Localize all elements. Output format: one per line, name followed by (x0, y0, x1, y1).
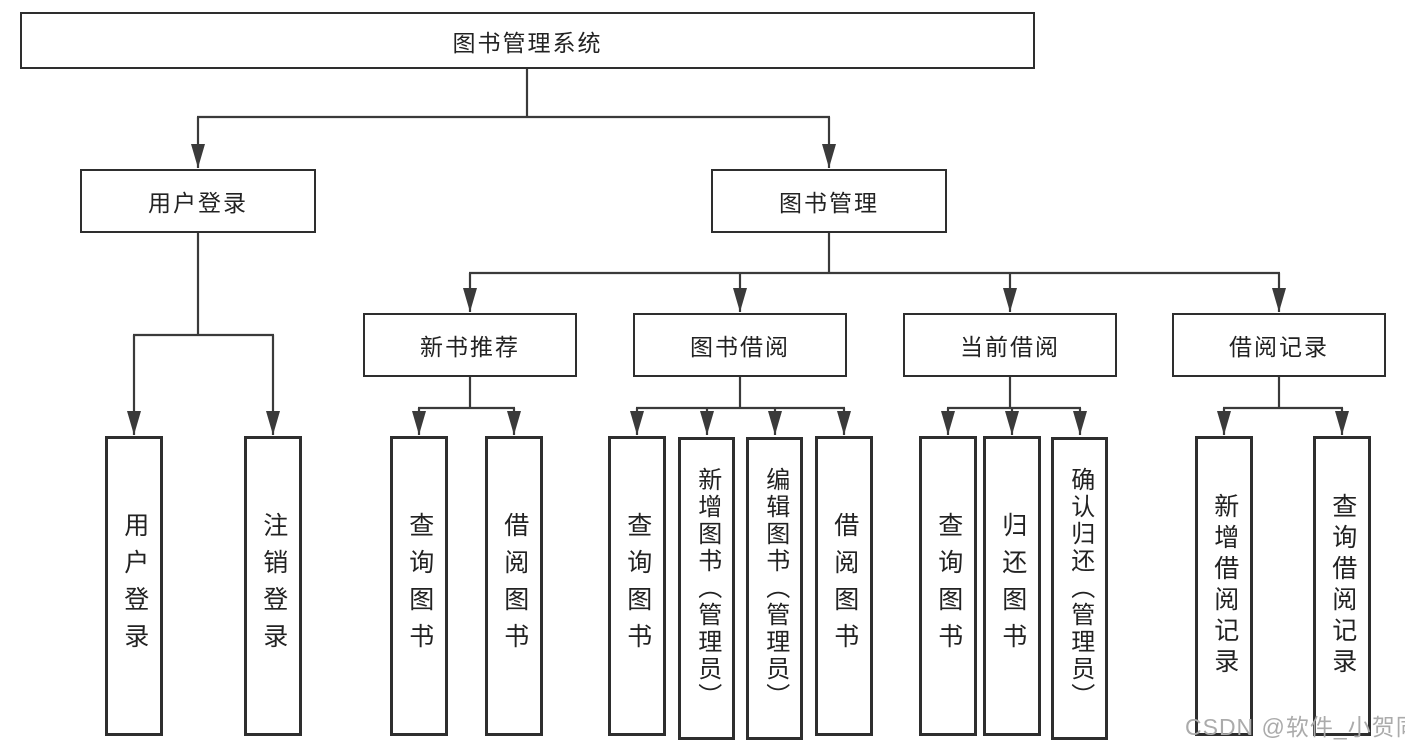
node-current-return-books: 归还图书 (983, 436, 1041, 736)
node-book-mgmt: 图书管理 (711, 169, 947, 233)
node-borrowing-query-books: 查询图书 (608, 436, 666, 736)
connector-records-children (1217, 377, 1349, 435)
node-label: 新增借阅记录 (1210, 493, 1239, 679)
node-current-borrowing: 当前借阅 (903, 313, 1117, 377)
node-borrowing-add-book-admin: 新增图书（管理员） (678, 437, 735, 740)
node-label: 新增图书（管理员） (693, 467, 721, 710)
node-label: 图书借阅 (690, 334, 790, 360)
connector-login-children (127, 233, 280, 435)
node-current-confirm-return-admin: 确认归还（管理员） (1051, 437, 1108, 740)
node-label: 当前借阅 (960, 334, 1060, 360)
node-label: 归还图书 (998, 512, 1027, 660)
node-label: 注销登录 (259, 512, 288, 660)
node-label: 借阅记录 (1229, 334, 1329, 360)
node-label: 查询图书 (623, 512, 652, 660)
node-root: 图书管理系统 (20, 12, 1035, 69)
node-newbooks-borrow-books: 借阅图书 (485, 436, 543, 736)
node-login-user-login: 用户登录 (105, 436, 163, 736)
connector-mgmt-to-level3 (463, 233, 1286, 312)
node-label: 查询图书 (934, 512, 963, 660)
node-label: 图书管理系统 (452, 29, 603, 56)
node-book-borrowing: 图书借阅 (633, 313, 847, 377)
connector-newbooks-children (412, 377, 521, 435)
node-user-login: 用户登录 (80, 169, 316, 233)
node-borrowing-borrow-books: 借阅图书 (815, 436, 873, 736)
node-newbooks-query-books: 查询图书 (390, 436, 448, 736)
node-login-logout: 注销登录 (244, 436, 302, 736)
connector-root-to-level2 (191, 69, 836, 168)
node-label: 查询图书 (405, 512, 434, 660)
connector-current-children (941, 377, 1087, 435)
node-label: 图书管理 (779, 190, 879, 216)
node-borrowing-records: 借阅记录 (1172, 313, 1386, 377)
node-borrowing-edit-book-admin: 编辑图书（管理员） (746, 437, 803, 740)
connector-borrowing-children (630, 377, 851, 435)
node-label: 借阅图书 (830, 512, 859, 660)
node-new-book-rec: 新书推荐 (363, 313, 577, 377)
node-label: 新书推荐 (420, 334, 520, 360)
csdn-watermark: CSDN @软件_小贺同学 (1185, 714, 1405, 740)
node-label: 编辑图书（管理员） (761, 467, 789, 710)
node-label: 用户登录 (148, 190, 248, 216)
node-label: 查询借阅记录 (1328, 493, 1357, 679)
node-records-add-record: 新增借阅记录 (1195, 436, 1253, 736)
node-records-query-record: 查询借阅记录 (1313, 436, 1371, 736)
node-label: 借阅图书 (500, 512, 529, 660)
node-label: 确认归还（管理员） (1066, 467, 1094, 710)
node-current-query-books: 查询图书 (919, 436, 977, 736)
node-label: 用户登录 (120, 512, 149, 660)
